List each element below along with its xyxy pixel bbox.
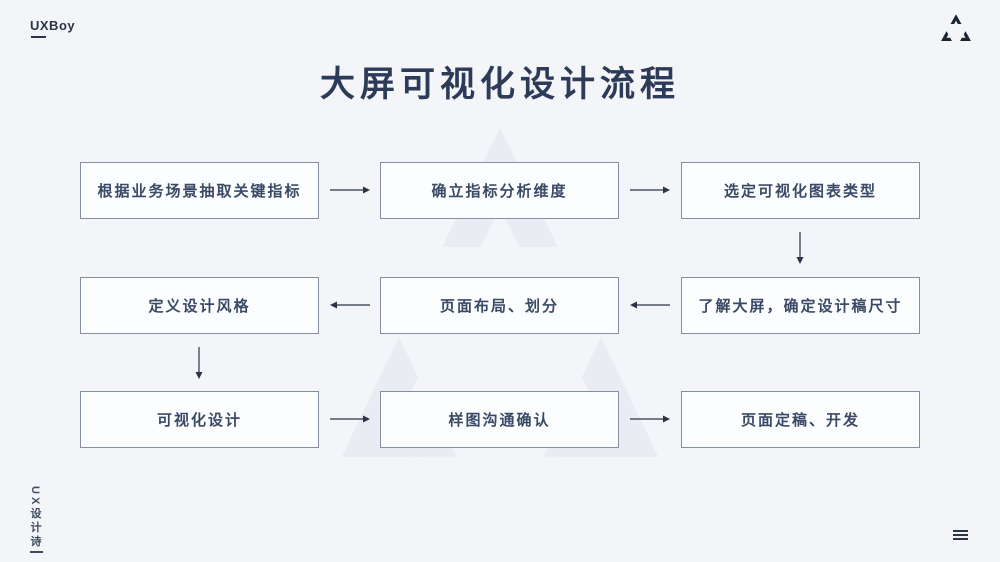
brand-name: UXBoy [30,18,76,33]
flow-step-6: 定义设计风格 [80,277,319,334]
arrow-down-icon [195,347,203,379]
arrow-left-icon [630,301,670,309]
flow-step-8: 样图沟通确认 [380,391,619,448]
page-title: 大屏可视化设计流程 [319,65,680,104]
flow-step-5: 页面布局、划分 [380,277,619,334]
footer-dash [30,551,43,553]
arrow-down-icon [796,232,804,264]
flow-step-9: 页面定稿、开发 [681,391,920,448]
triangle-arrows-logo-icon [940,14,972,43]
flow-step-7: 可视化设计 [80,391,319,448]
arrow-right-icon [630,415,670,423]
flow-step-2: 确立指标分析维度 [380,162,619,219]
flow-step-1: 根据业务场景抽取关键指标 [80,162,319,219]
arrow-right-icon [330,186,370,194]
hamburger-menu-icon[interactable] [953,530,968,542]
footer-vertical-brand: UX设计诗 [29,486,41,550]
arrow-left-icon [330,301,370,309]
arrow-right-icon [630,186,670,194]
flow-step-4: 了解大屏，确定设计稿尺寸 [681,277,920,334]
brand-underline [31,36,46,38]
flow-step-3: 选定可视化图表类型 [681,162,920,219]
arrow-right-icon [330,415,370,423]
